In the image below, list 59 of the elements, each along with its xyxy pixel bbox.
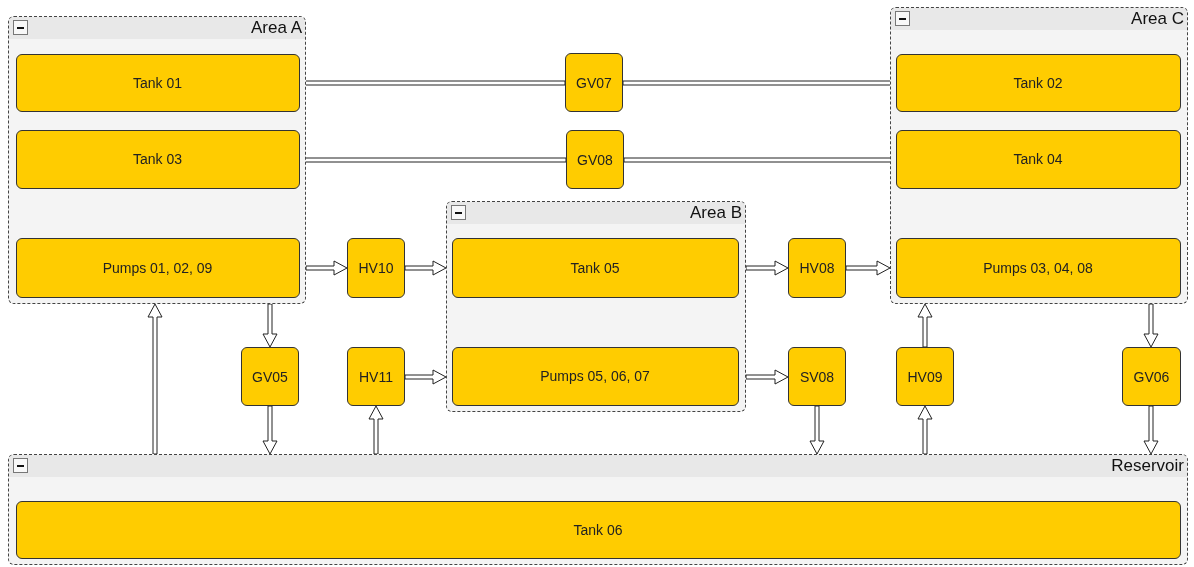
process-box [451, 237, 739, 298]
arrow [745, 369, 789, 385]
node-label: Tank 05 [570, 259, 620, 276]
process-box [15, 129, 300, 189]
node-label: HV10 [358, 260, 394, 276]
arrow [368, 405, 384, 455]
node-label: SV08 [799, 368, 835, 385]
arrow [147, 303, 163, 455]
process-box [15, 53, 300, 112]
arrow [262, 303, 278, 348]
node-label: Tank 04 [1013, 151, 1063, 167]
process-box [15, 237, 300, 298]
arrow [845, 260, 891, 276]
arrow [1143, 405, 1159, 455]
arrow [917, 405, 933, 455]
valve-box [565, 53, 623, 112]
arrow [809, 405, 825, 455]
valve-box [566, 130, 624, 189]
node-label: Pumps 05, 06, 07 [540, 368, 650, 384]
arrow [404, 369, 447, 385]
arrow [305, 260, 348, 276]
valve-box [347, 238, 405, 298]
node-label: Tank 01 [132, 74, 182, 91]
node-label: Tank 03 [132, 151, 182, 167]
valve-box [1122, 347, 1181, 406]
arrow [745, 260, 789, 276]
process-box [451, 346, 739, 406]
node-label: HV11 [359, 368, 393, 385]
node-label: Tank 06 [573, 521, 623, 538]
valve-box [788, 238, 846, 298]
process-box [895, 129, 1181, 189]
group-container [890, 7, 1188, 304]
group-title: Area C [1131, 9, 1184, 29]
process-box [15, 500, 1181, 559]
node-label: Tank 02 [1013, 74, 1063, 91]
group-container [8, 454, 1188, 565]
arrow [262, 405, 278, 455]
group-container [446, 201, 746, 412]
node-label: GV08 [577, 151, 613, 168]
group-title: Area B [690, 203, 742, 223]
node-label: Pumps 01, 02, 09 [102, 259, 213, 276]
process-box [895, 53, 1181, 112]
node-label: GV05 [252, 368, 288, 385]
node-label: Pumps 03, 04, 08 [983, 259, 1093, 276]
node-label: HV09 [907, 368, 943, 385]
process-box [895, 237, 1181, 298]
arrow [1143, 303, 1159, 348]
group-container [8, 16, 306, 304]
node-label: GV07 [576, 74, 612, 91]
group-title: Reservoir [1111, 456, 1184, 476]
valve-box [347, 347, 405, 406]
group-title: Area A [250, 18, 302, 38]
valve-box [896, 347, 954, 406]
valve-box [241, 347, 299, 406]
arrow [917, 303, 933, 348]
node-label: GV06 [1133, 368, 1170, 385]
arrow [404, 260, 447, 276]
node-label: HV08 [799, 260, 835, 276]
valve-box [788, 347, 846, 406]
